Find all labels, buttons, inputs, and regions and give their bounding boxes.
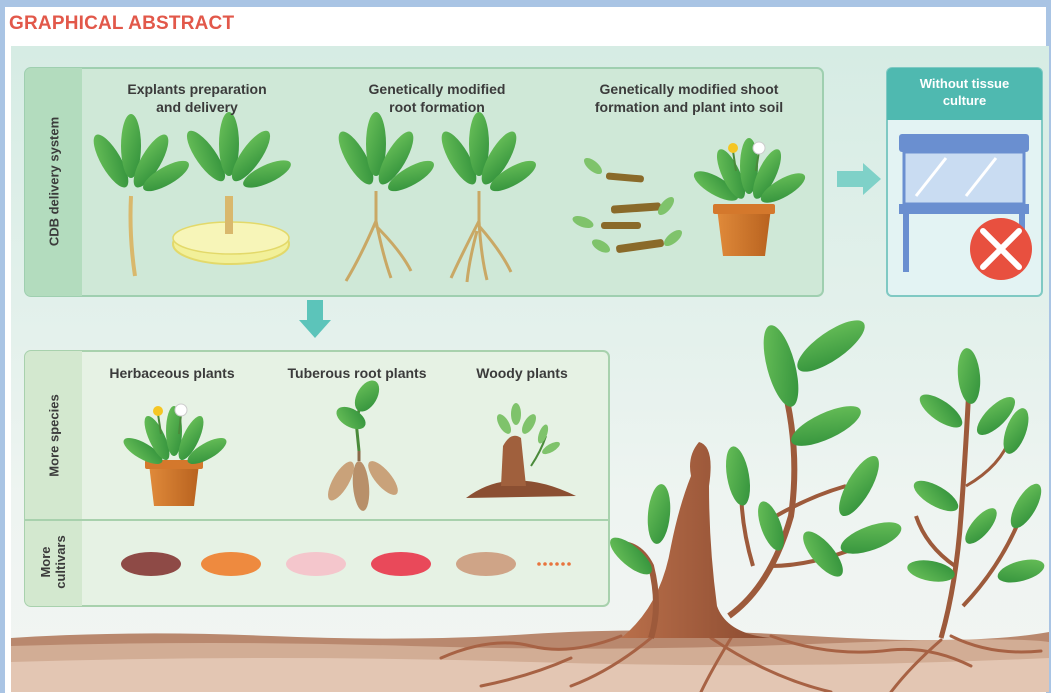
cultivars-line1: More bbox=[38, 512, 53, 612]
step-shoot-label: Genetically modified shoot formation and… bbox=[579, 80, 799, 116]
step-shoot-line2: formation and plant into soil bbox=[579, 98, 799, 116]
cultivars-side-label: More cultivars bbox=[38, 512, 68, 612]
right-shrub bbox=[906, 347, 1048, 638]
no-culture-line2: culture bbox=[887, 92, 1042, 109]
cross-icon bbox=[970, 218, 1032, 280]
graphical-abstract-title: GRAPHICAL ABSTRACT bbox=[9, 13, 234, 35]
cdb-side-label: CDB delivery system bbox=[47, 97, 62, 267]
step-shoot-line1: Genetically modified shoot bbox=[579, 80, 799, 98]
herbaceous-label: Herbaceous plants bbox=[97, 364, 247, 382]
step-explants-label: Explants preparation and delivery bbox=[107, 80, 287, 116]
tuberous-label: Tuberous root plants bbox=[277, 364, 437, 382]
arrow-down-icon bbox=[299, 300, 331, 338]
abstract-canvas: CDB delivery system Explants preparation… bbox=[11, 46, 1049, 692]
step-root-line2: root formation bbox=[347, 98, 527, 116]
arrow-right-icon bbox=[837, 163, 881, 195]
step-explants-line1: Explants preparation bbox=[107, 80, 287, 98]
step-root-label: Genetically modified root formation bbox=[347, 80, 527, 116]
no-culture-title: Without tissue culture bbox=[887, 75, 1042, 109]
soil-ground bbox=[11, 630, 1049, 692]
species-side-label: More species bbox=[47, 376, 62, 496]
step-root-line1: Genetically modified bbox=[347, 80, 527, 98]
woody-label: Woody plants bbox=[457, 364, 587, 382]
large-tree bbox=[605, 312, 906, 638]
cultivars-line2: cultivars bbox=[53, 512, 68, 612]
no-culture-line1: Without tissue bbox=[887, 75, 1042, 92]
step-explants-line2: and delivery bbox=[107, 98, 287, 116]
